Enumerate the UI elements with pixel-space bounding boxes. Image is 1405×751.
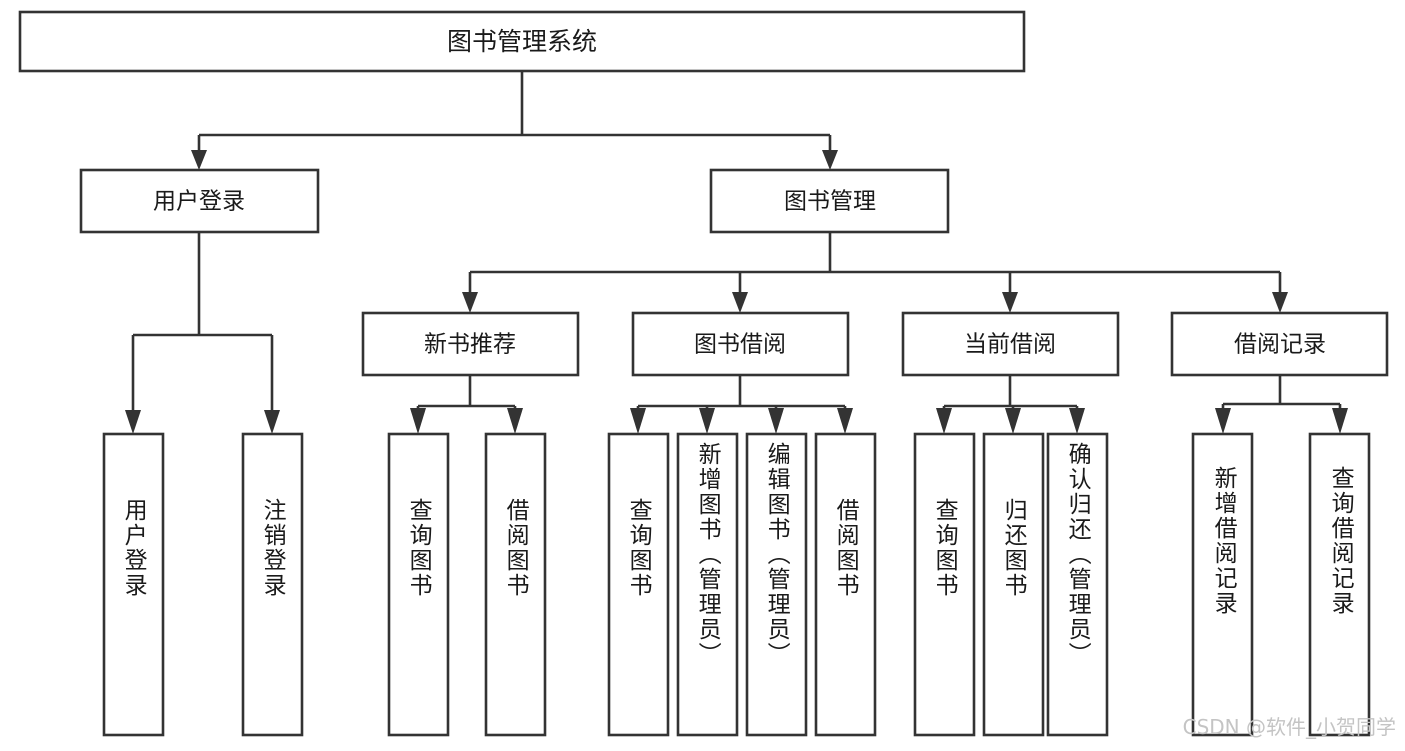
arrow-head-leaf-borrow-book-1 [507,408,523,434]
node-leaf-query-book-3-box[interactable] [913,432,976,737]
edge-group-book-manage [462,232,1288,313]
node-borrow-record-box[interactable] [1170,311,1389,377]
arrow-head-user-login [191,150,207,170]
arrow-head-leaf-user-login [125,410,141,434]
node-borrow-record[interactable]: 借阅记录 [1170,311,1389,377]
edge-group-current-borrow [936,375,1085,434]
node-new-book-rec[interactable]: 新书推荐 [361,311,580,377]
edge-group-new-book-rec [410,375,523,434]
node-book-borrow-label: 图书借阅 [694,332,786,358]
node-leaf-confirm-return-box[interactable] [1046,432,1109,737]
node-leaf-add-record-box[interactable] [1191,432,1254,737]
node-leaf-query-book-1-box[interactable] [387,432,450,737]
arrow-head-leaf-borrow-book-2 [837,408,853,434]
node-current-borrow-box[interactable] [901,311,1120,377]
arrow-head-leaf-query-book-1 [410,408,426,434]
node-new-book-rec-label: 新书推荐 [424,332,516,358]
node-user-login[interactable]: 用户登录 [79,168,320,234]
arrow-head-leaf-confirm-return [1069,408,1085,434]
node-root[interactable]: 图书管理系统 [18,10,1026,73]
node-new-book-rec-box[interactable] [361,311,580,377]
node-user-login-label: 用户登录 [153,189,245,215]
edge-group-borrow-record [1215,375,1348,434]
arrow-head-leaf-query-book-2 [630,408,646,434]
node-book-borrow[interactable]: 图书借阅 [631,311,850,377]
arrow-head-current-borrow [1002,292,1018,313]
arrow-head-borrow-record [1272,292,1288,313]
arrow-head-leaf-add-record [1215,408,1231,434]
node-user-login-box[interactable] [79,168,320,234]
arrow-head-book-manage [822,150,838,170]
edge-group-book-borrow [630,375,853,434]
node-book-manage[interactable]: 图书管理 [709,168,950,234]
node-leaf-query-book-2-box[interactable] [607,432,670,737]
arrow-head-leaf-logout [264,410,280,434]
watermark-label: CSDN @软件_小贺同学 [1183,715,1396,739]
node-leaf-query-record-box[interactable] [1308,432,1371,737]
arrow-head-leaf-edit-book [768,408,784,434]
edge-group-user-login [125,232,280,434]
node-leaf-borrow-book-1-box[interactable] [484,432,547,737]
node-leaf-borrow-book-2-box[interactable] [814,432,877,737]
node-leaf-logout-box[interactable] [241,432,304,737]
node-book-manage-label: 图书管理 [784,189,876,215]
node-root-label: 图书管理系统 [447,27,597,56]
node-current-borrow[interactable]: 当前借阅 [901,311,1120,377]
arrow-head-leaf-return-book [1005,408,1021,434]
arrow-head-new-book-rec [462,292,478,313]
arrow-head-leaf-query-book-3 [936,408,952,434]
arrow-head-leaf-add-book [699,408,715,434]
node-book-borrow-box[interactable] [631,311,850,377]
edge-group-root [191,71,838,170]
arrow-head-book-borrow [732,292,748,313]
node-leaf-user-login-box[interactable] [102,432,165,737]
node-leaf-edit-book-box[interactable] [745,432,808,737]
node-leaf-add-book-box[interactable] [676,432,739,737]
node-book-manage-box[interactable] [709,168,950,234]
node-current-borrow-label: 当前借阅 [964,332,1056,358]
arrow-head-leaf-query-record [1332,408,1348,434]
node-borrow-record-label: 借阅记录 [1234,332,1326,358]
node-root-box[interactable] [18,10,1026,73]
node-leaf-return-book-box[interactable] [982,432,1045,737]
